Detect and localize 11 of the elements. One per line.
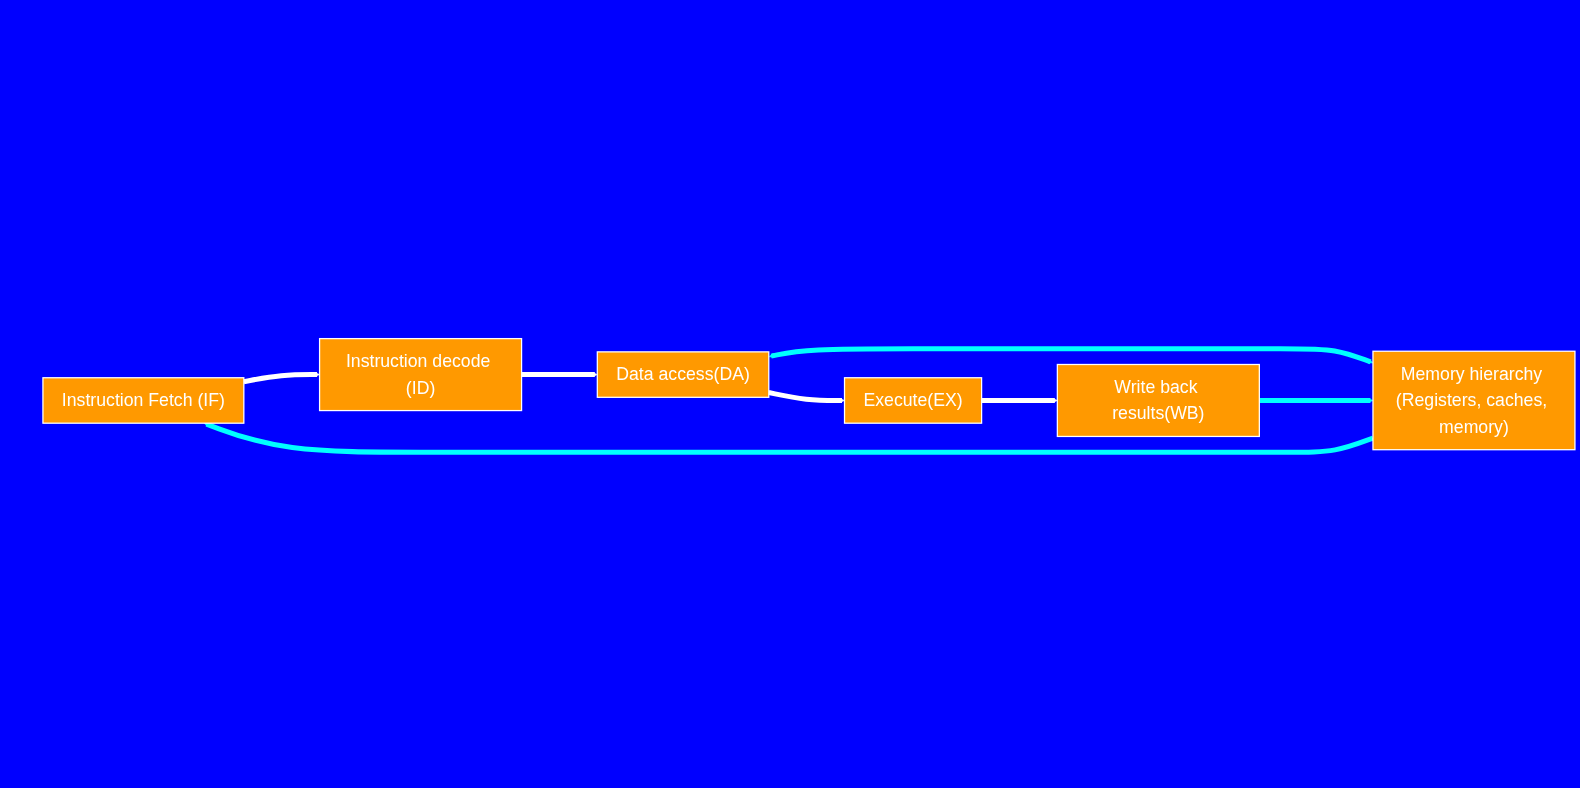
arrow xyxy=(768,346,1374,365)
node-box: Write back results(WB) xyxy=(1056,363,1260,438)
node-box: Execute(EX) xyxy=(843,377,983,424)
node-box: Instruction Fetch (IF) xyxy=(42,377,245,424)
arrow xyxy=(243,371,320,385)
node-box: Instruction decode (ID) xyxy=(318,338,523,412)
node-box: Data access(DA) xyxy=(596,351,770,398)
node-box: Memory hierarchy (Registers, caches, memory) xyxy=(1372,350,1576,451)
arrow xyxy=(521,371,598,378)
arrow xyxy=(768,390,845,404)
arrow xyxy=(981,397,1058,404)
